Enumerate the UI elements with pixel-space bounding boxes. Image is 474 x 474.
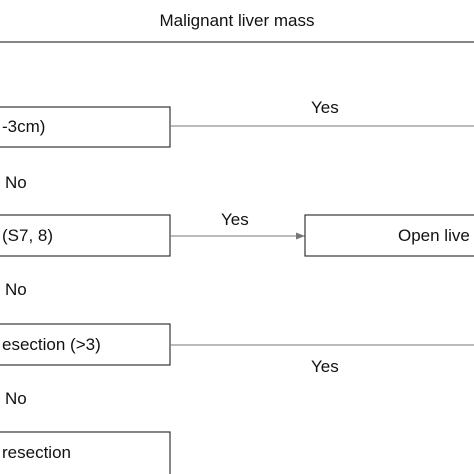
question-4-node: resection bbox=[0, 431, 171, 474]
question-3-no-label: No bbox=[5, 389, 27, 408]
root-node-label: Malignant liver mass bbox=[160, 11, 315, 30]
question-2-no-label: No bbox=[5, 280, 27, 299]
question-2-node: (S7, 8) bbox=[0, 214, 171, 257]
question-1-label: -3cm) bbox=[2, 117, 45, 136]
question-2-label: (S7, 8) bbox=[2, 226, 53, 245]
question-2-yes-label: Yes bbox=[221, 210, 249, 229]
root-node: Malignant liver mass bbox=[0, 0, 474, 43]
question-1-yes-label: Yes bbox=[311, 98, 339, 117]
question-3-node: esection (>3) bbox=[0, 323, 171, 366]
question-3-label: esection (>3) bbox=[2, 335, 101, 354]
question-4-label: resection bbox=[2, 443, 71, 462]
open-liver-label: Open live bbox=[398, 226, 470, 245]
question-3-yes-label: Yes bbox=[311, 357, 339, 376]
question-1-no-label: No bbox=[5, 173, 27, 192]
open-liver-node: Open live bbox=[304, 214, 474, 257]
question-1-node: -3cm) bbox=[0, 106, 171, 148]
